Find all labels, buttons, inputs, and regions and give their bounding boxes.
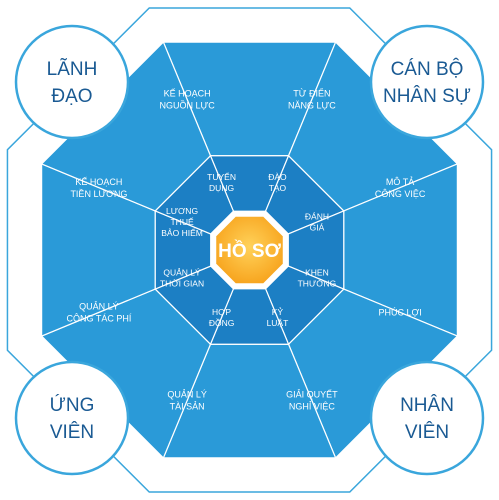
corner-roles: LÃNH ĐẠO CÁN BỘ NHÂN SỰ ỨNG VIÊN NHÂN VIÊN bbox=[14, 24, 485, 476]
inner-sector-label-line: LƯƠNG bbox=[166, 206, 198, 216]
outer-sector-label: QUẢN LÝ CÔNG TÁC PHÍ bbox=[66, 301, 131, 324]
center-octagon bbox=[216, 216, 283, 284]
outer-sector-label-line: NĂNG LỰC bbox=[288, 101, 336, 111]
corner-role-label-line: CÁN BỘ bbox=[391, 58, 464, 80]
corner-role-label: CÁN BỘ NHÂN SỰ bbox=[383, 58, 471, 107]
outer-sector-label-line: CÔNG TÁC PHÍ bbox=[66, 314, 131, 324]
outer-sector-label-line: TÀI SẢN bbox=[170, 401, 205, 412]
inner-sector-label-line: LUẬT bbox=[267, 318, 289, 328]
outer-sector-label-line: QUẢN LÝ bbox=[167, 389, 207, 400]
corner-role-label: LÃNH ĐẠO bbox=[47, 58, 98, 107]
outer-sector-label-line: TIỀN LƯƠNG bbox=[70, 189, 127, 199]
outer-sector-label: KẾ HOẠCH TIỀN LƯƠNG bbox=[70, 177, 127, 199]
inner-sector-label-line: KỶ bbox=[272, 306, 284, 317]
inner-sector-label-line: ĐÀO bbox=[268, 172, 287, 182]
outer-sector-label-line: NGUỒN LỰC bbox=[160, 100, 216, 111]
outer-sector-label-line: QUẢN LÝ bbox=[79, 301, 119, 312]
inner-sector-label-line: GIÁ bbox=[310, 223, 325, 233]
corner-role-label-line: NHÂN SỰ bbox=[383, 85, 471, 107]
inner-sector-label-line: HỢP bbox=[212, 307, 231, 317]
outer-sector-label-line: TỪ ĐIỂN bbox=[293, 88, 330, 99]
inner-sector-label-line: TẠO bbox=[269, 183, 287, 193]
corner-role: ỨNG VIÊN bbox=[14, 360, 130, 476]
inner-sector-label-line: THUẾ bbox=[170, 217, 193, 227]
inner-sector-label-line: QUẢN LÝ bbox=[163, 266, 201, 277]
corner-role: LÃNH ĐẠO bbox=[14, 24, 130, 140]
outer-sector-label-line: NGHỈ VIỆC bbox=[289, 401, 336, 412]
outer-sector-label-line: CÔNG VIỆC bbox=[375, 189, 426, 199]
inner-sector-label-line: BẢO HIỂM bbox=[161, 227, 203, 238]
inner-sector-label-line: ĐỒNG bbox=[209, 317, 235, 328]
inner-sector-label-line: ĐÁNH bbox=[305, 212, 329, 222]
outer-sector-label-line: KẾ HOẠCH bbox=[164, 89, 211, 99]
corner-circle bbox=[14, 24, 130, 140]
corner-role-label-line: LÃNH bbox=[47, 58, 98, 80]
corner-role-label-line: ĐẠO bbox=[51, 86, 92, 107]
corner-role-label-line: ỨNG bbox=[50, 394, 95, 416]
corner-role: CÁN BỘ NHÂN SỰ bbox=[369, 24, 485, 140]
outer-sector-label-line: MÔ TẢ bbox=[386, 176, 414, 187]
inner-sector-label-line: THỜI GIAN bbox=[160, 278, 204, 288]
center-title: HỒ SƠ bbox=[218, 240, 281, 262]
corner-circle bbox=[369, 24, 485, 140]
inner-sector bbox=[154, 154, 235, 235]
inner-sector-label-line: THƯỞNG bbox=[298, 277, 337, 288]
corner-role-label-line: VIÊN bbox=[50, 421, 94, 443]
corner-role-label: NHÂN VIÊN bbox=[400, 394, 454, 443]
outer-sector-label: TỪ ĐIỂN NĂNG LỰC bbox=[288, 88, 336, 111]
outer-sector-label-line: PHÚC LỢI bbox=[378, 308, 421, 318]
inner-sector-label-line: TUYỂN bbox=[207, 171, 236, 182]
inner-sector-label-line: DỤNG bbox=[209, 183, 234, 193]
outer-sector-label-line: GIẢI QUYẾT bbox=[286, 389, 338, 400]
outer-sector-label: MÔ TẢ CÔNG VIỆC bbox=[375, 176, 426, 199]
corner-circle bbox=[369, 360, 485, 476]
outer-sector-label: PHÚC LỢI bbox=[378, 308, 421, 318]
inner-sector-label-line: KHEN bbox=[305, 267, 329, 277]
center-badge: HỒ SƠ bbox=[211, 212, 288, 288]
outer-sector-label-line: KẾ HOẠCH bbox=[75, 177, 122, 187]
corner-role-label: ỨNG VIÊN bbox=[50, 394, 95, 443]
corner-role: NHÂN VIÊN bbox=[369, 360, 485, 476]
corner-role-label-line: NHÂN bbox=[400, 394, 454, 416]
corner-role-label-line: VIÊN bbox=[405, 421, 449, 443]
corner-circle bbox=[14, 360, 130, 476]
